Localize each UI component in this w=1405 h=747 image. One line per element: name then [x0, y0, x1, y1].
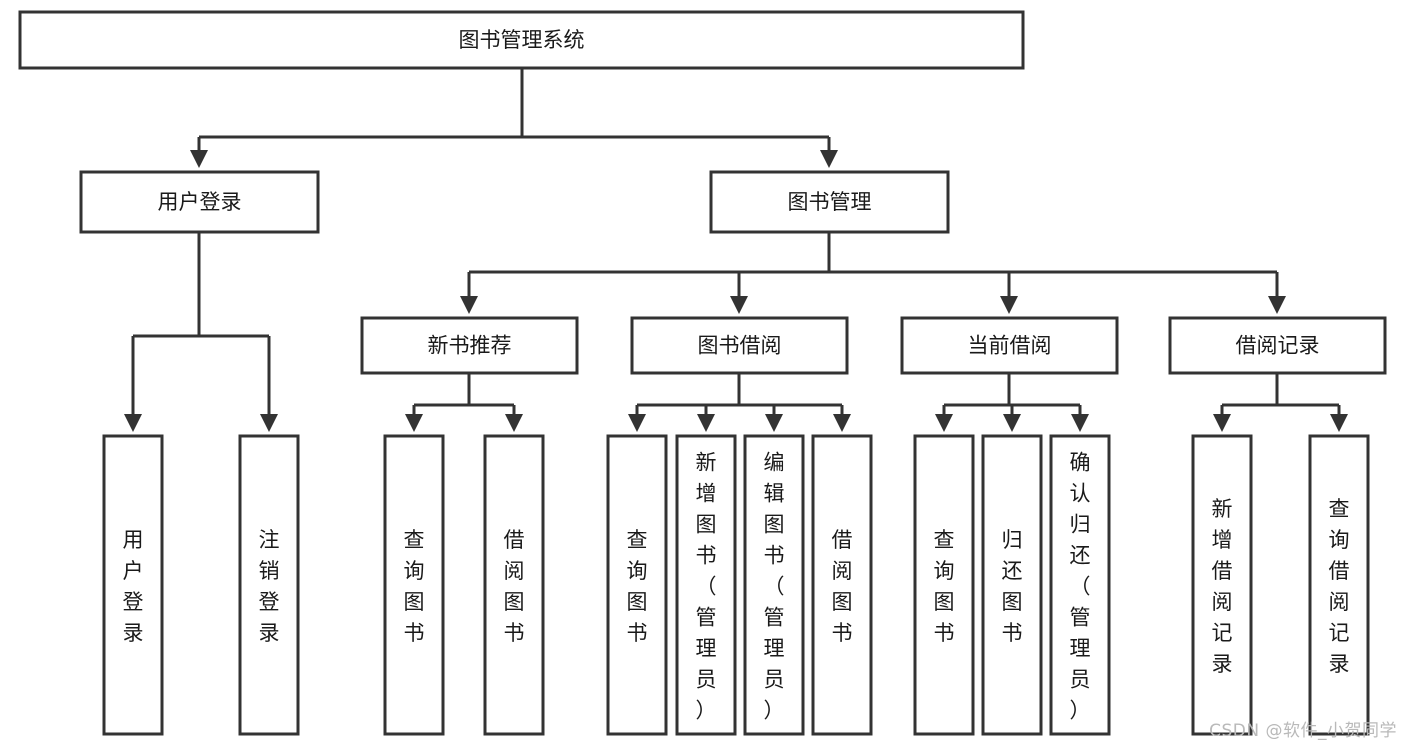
connectors-layer — [124, 68, 1348, 432]
node-leaf-add-book-admin[interactable]: 新增图书（管理员） — [675, 434, 737, 736]
node-label-leaf-query-book-recommend: 查询图书 — [404, 528, 425, 645]
node-label-root: 图书管理系统 — [459, 28, 585, 52]
node-leaf-return-book[interactable]: 归还图书 — [981, 434, 1043, 736]
node-leaf-query-book-current[interactable]: 查询图书 — [913, 434, 975, 736]
node-user-login[interactable]: 用户登录 — [79, 170, 320, 234]
node-label-book-manage: 图书管理 — [788, 190, 872, 214]
node-label-leaf-borrow-book: 借阅图书 — [832, 528, 853, 645]
node-label-current-borrow: 当前借阅 — [968, 334, 1052, 358]
node-leaf-confirm-return-admin[interactable]: 确认归还（管理员） — [1049, 434, 1111, 736]
node-book-borrow[interactable]: 图书借阅 — [630, 316, 849, 375]
node-label-leaf-add-book-admin: 新增图书（管理员） — [696, 451, 717, 723]
node-current-borrow[interactable]: 当前借阅 — [900, 316, 1119, 375]
connector-book-borrow-to-leaves — [628, 373, 851, 432]
nodes-layer: 图书管理系统用户登录图书管理新书推荐图书借阅当前借阅借阅记录用户登录注销登录查询… — [18, 10, 1387, 736]
node-label-leaf-user-login: 用户登录 — [123, 528, 144, 645]
node-leaf-user-logout[interactable]: 注销登录 — [238, 434, 300, 736]
connector-root-to-level1 — [190, 68, 838, 168]
node-label-leaf-query-book-current: 查询图书 — [934, 528, 955, 645]
node-label-leaf-return-book: 归还图书 — [1002, 528, 1023, 645]
node-leaf-user-login[interactable]: 用户登录 — [102, 434, 164, 736]
node-label-borrow-record: 借阅记录 — [1236, 334, 1320, 358]
node-label-leaf-user-logout: 注销登录 — [259, 528, 280, 645]
node-leaf-query-borrow-record[interactable]: 查询借阅记录 — [1308, 434, 1370, 736]
connector-borrow-record-to-leaves — [1213, 373, 1348, 432]
node-leaf-borrow-book-recommend[interactable]: 借阅图书 — [483, 434, 545, 736]
node-label-leaf-confirm-return-admin: 确认归还（管理员） — [1070, 451, 1091, 723]
node-leaf-query-book-borrow[interactable]: 查询图书 — [606, 434, 668, 736]
node-label-leaf-query-borrow-record: 查询借阅记录 — [1329, 497, 1350, 676]
node-borrow-record[interactable]: 借阅记录 — [1168, 316, 1387, 375]
node-leaf-edit-book-admin[interactable]: 编辑图书（管理员） — [743, 434, 805, 736]
node-label-leaf-add-borrow-record: 新增借阅记录 — [1212, 497, 1233, 676]
node-new-book-recommend[interactable]: 新书推荐 — [360, 316, 579, 375]
connector-current-borrow-to-leaves — [935, 373, 1089, 432]
node-label-leaf-edit-book-admin: 编辑图书（管理员） — [764, 451, 785, 723]
node-leaf-query-book-recommend[interactable]: 查询图书 — [383, 434, 445, 736]
connector-user-login-to-leaves — [124, 232, 278, 432]
node-root[interactable]: 图书管理系统 — [18, 10, 1025, 70]
node-leaf-borrow-book[interactable]: 借阅图书 — [811, 434, 873, 736]
node-label-user-login: 用户登录 — [158, 190, 242, 214]
connector-book-manage-to-level2 — [460, 232, 1286, 314]
connector-new-book-recommend-to-leaves — [405, 373, 523, 432]
node-book-manage[interactable]: 图书管理 — [709, 170, 950, 234]
node-label-book-borrow: 图书借阅 — [698, 334, 782, 358]
node-label-leaf-query-book-borrow: 查询图书 — [627, 528, 648, 645]
node-label-new-book-recommend: 新书推荐 — [428, 334, 512, 358]
node-label-leaf-borrow-book-recommend: 借阅图书 — [504, 528, 525, 645]
node-leaf-add-borrow-record[interactable]: 新增借阅记录 — [1191, 434, 1253, 736]
